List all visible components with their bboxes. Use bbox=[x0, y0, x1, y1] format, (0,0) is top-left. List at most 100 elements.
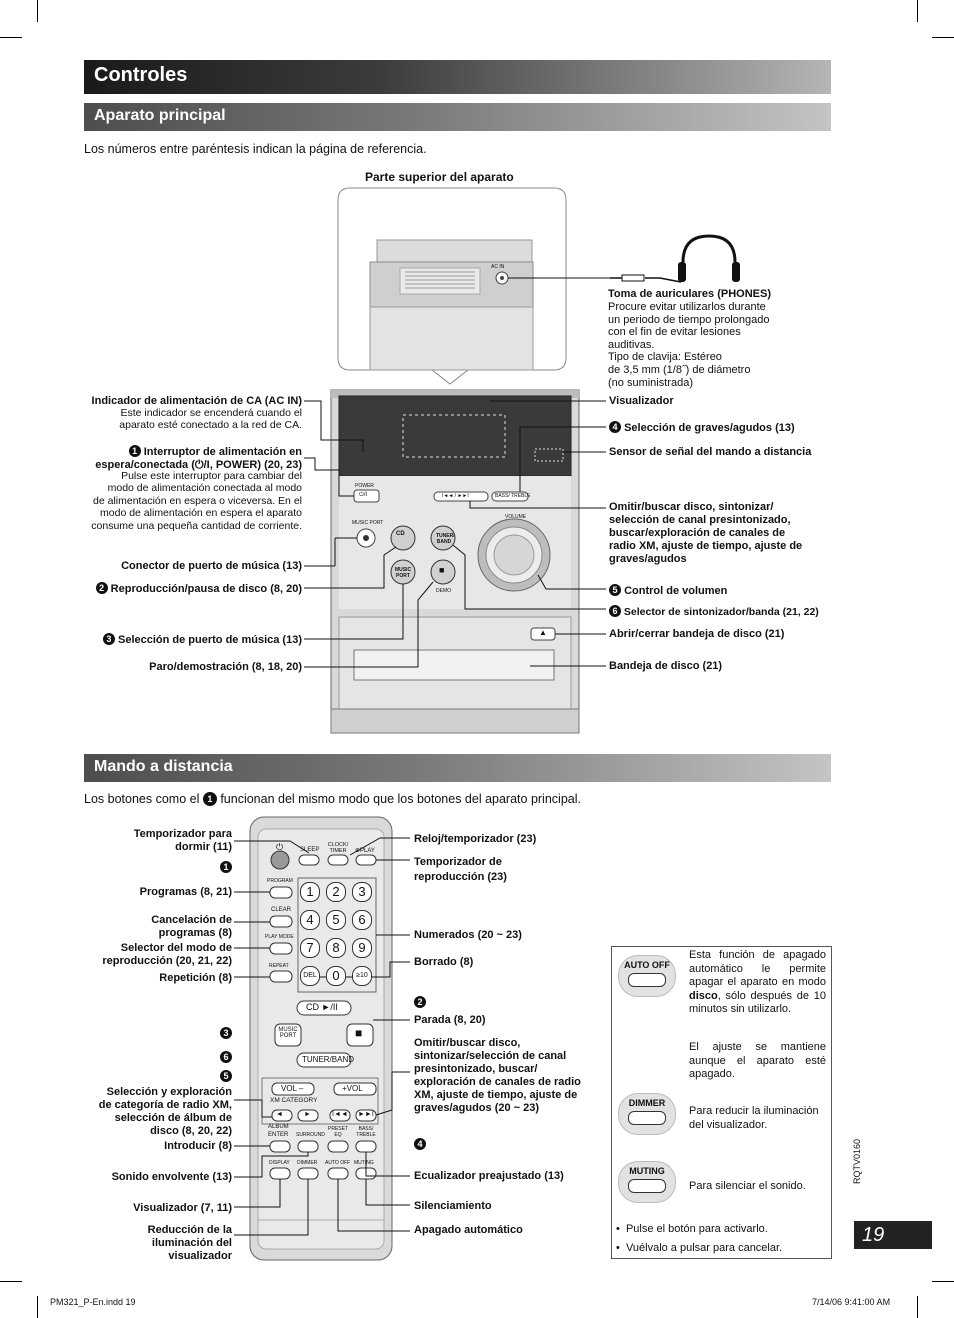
clear-key[interactable]: CLEAR bbox=[271, 907, 292, 913]
remote-badge-4: 4 bbox=[414, 1138, 426, 1152]
clock-timer-label: Reloj/temporizador (23) bbox=[414, 833, 537, 845]
stop-key[interactable]: ■ bbox=[355, 1026, 363, 1040]
intro-pre: Los botones como el bbox=[84, 792, 200, 806]
display-key[interactable]: DISPLAY bbox=[269, 1160, 290, 1166]
power-button[interactable]: ⏻/I bbox=[359, 492, 368, 498]
muting-key[interactable]: MUTING bbox=[354, 1160, 374, 1166]
footer-date: 7/14/06 9:41:00 AM bbox=[812, 1297, 891, 1307]
remote-badge-5: 5 bbox=[40, 1070, 232, 1084]
digit-key[interactable]: 5 bbox=[326, 910, 346, 930]
stop-button[interactable]: ■ bbox=[439, 565, 445, 575]
skip-search-label-remote: Omitir/buscar disco, sintonizar/selecció… bbox=[414, 1037, 581, 1114]
bass-treble-text: Selección de graves/agudos (13) bbox=[624, 422, 795, 434]
power-switch-title: Interruptor de alimentación en espera/co… bbox=[95, 446, 302, 471]
skip-buttons[interactable]: I◄◄ / ►►I bbox=[442, 493, 469, 499]
xm-album-label: Selección y exploración de categoría de … bbox=[98, 1086, 232, 1137]
muting-button-label: MUTING bbox=[629, 1166, 665, 1176]
cd-play-key[interactable]: CD ►/II bbox=[306, 1002, 338, 1012]
number-badge: 6 bbox=[220, 1051, 232, 1063]
bass-treble-label: 4 Selección de graves/agudos (13) bbox=[609, 421, 795, 435]
play-mode-key[interactable]: PLAY MODE bbox=[265, 934, 294, 940]
number-badge: 4 bbox=[414, 1138, 426, 1150]
music-port-select-label: 3 Selección de puerto de música (13) bbox=[40, 633, 302, 647]
vol-up-key[interactable]: +VOL bbox=[342, 1084, 363, 1093]
intro-post: funcionan del mismo modo que los botones… bbox=[220, 792, 581, 806]
crop-mark bbox=[932, 1281, 954, 1282]
surround-key[interactable]: SURROUND bbox=[296, 1132, 325, 1138]
digit-key[interactable]: 8 bbox=[326, 938, 346, 958]
crop-mark bbox=[37, 1296, 38, 1318]
music-port-connector-label: Conector de puerto de música (13) bbox=[121, 560, 302, 572]
music-port-label: MUSIC PORT bbox=[352, 520, 384, 526]
play-timer-key[interactable]: ⊕PLAY bbox=[355, 848, 375, 854]
footer-file: PM321_P-En.indd 19 bbox=[50, 1297, 136, 1307]
remote-intro-text: Los botones como el 1 funcionan del mism… bbox=[84, 792, 581, 806]
digit-key[interactable]: 0 bbox=[326, 966, 346, 986]
digit-key[interactable]: 1 bbox=[300, 882, 320, 902]
preset-eq-key[interactable]: PRESET EQ bbox=[327, 1126, 348, 1138]
play-timer-label: Temporizador de reproducción (23) bbox=[414, 856, 507, 883]
button-shape bbox=[628, 1111, 666, 1125]
muting-description: Para silenciar el sonido. bbox=[689, 1180, 806, 1192]
ten-plus-key[interactable]: ≥10 bbox=[352, 966, 372, 986]
section-title: Mando a distancia bbox=[94, 758, 233, 775]
tuner-band-key[interactable]: TUNER/BAND bbox=[302, 1055, 355, 1064]
digit-key[interactable]: 4 bbox=[300, 910, 320, 930]
clock-timer-key[interactable]: CLOCK/ TIMER bbox=[327, 842, 349, 854]
album-label: ALBUM bbox=[268, 1124, 289, 1130]
delete-key[interactable]: DEL bbox=[300, 966, 320, 986]
remote-badge-6: 6 bbox=[40, 1051, 232, 1065]
album-up-key[interactable]: ► bbox=[304, 1111, 311, 1118]
open-close-button[interactable]: ▲ bbox=[539, 628, 547, 637]
delete-label: Borrado (8) bbox=[414, 956, 474, 968]
number-badge: 5 bbox=[609, 584, 621, 596]
disc-tray-label: Bandeja de disco (21) bbox=[609, 660, 723, 672]
repeat-key[interactable]: REPEAT bbox=[269, 963, 289, 969]
music-port-button[interactable]: MUSIC PORT bbox=[394, 567, 412, 579]
tuner-band-button[interactable]: TUNER/ BAND bbox=[436, 533, 455, 545]
bullet-item: • Vuélvalo a pulsar para cancelar. bbox=[616, 1242, 783, 1254]
digit-key[interactable]: 3 bbox=[352, 882, 372, 902]
digit-key[interactable]: 9 bbox=[352, 938, 372, 958]
program-key[interactable]: PROGRAM bbox=[267, 878, 293, 884]
disc-play-pause-label: 2 Reproducción/pausa de disco (8, 20) bbox=[40, 582, 302, 596]
album-down-key[interactable]: ◄ bbox=[276, 1111, 283, 1118]
digit-key[interactable]: 7 bbox=[300, 938, 320, 958]
auto-off-button-label: AUTO OFF bbox=[624, 960, 670, 970]
crop-mark bbox=[0, 1281, 22, 1282]
skip-back-key[interactable]: I◄◄ bbox=[332, 1111, 348, 1118]
muting-button-illustration: MUTING bbox=[618, 1161, 676, 1203]
phones-title: Toma de auriculares (PHONES) bbox=[608, 288, 772, 300]
ac-in-description: Este indicador se encenderá cuando el ap… bbox=[119, 407, 302, 431]
volume-control-text: Control de volumen bbox=[624, 585, 728, 597]
bass-treble-key[interactable]: BASS/ TREBLE bbox=[356, 1126, 376, 1138]
cd-play-button[interactable]: CD bbox=[396, 531, 405, 537]
dimmer-description: Para reducir la iluminación del visualiz… bbox=[689, 1105, 819, 1131]
demo-label: DEMO bbox=[436, 588, 451, 594]
vol-down-key[interactable]: VOL – bbox=[281, 1084, 304, 1093]
auto-off-button-illustration: AUTO OFF bbox=[618, 955, 676, 997]
power-label: POWER bbox=[355, 483, 374, 489]
music-port-key[interactable]: MUSIC PORT bbox=[278, 1027, 298, 1039]
number-badge: 3 bbox=[102, 633, 115, 645]
stop-demo-label: Paro/demostración (8, 18, 20) bbox=[149, 661, 302, 673]
bass-treble-button[interactable]: BASS/ TREBLE bbox=[495, 493, 531, 499]
digit-key[interactable]: 2 bbox=[326, 882, 346, 902]
repeat-label: Repetición (8) bbox=[159, 972, 232, 984]
number-badge: 4 bbox=[609, 421, 621, 433]
number-badge: 1 bbox=[220, 861, 232, 873]
xm-category-label: XM CATEGORY bbox=[270, 1097, 318, 1104]
dimmer-button-label: DIMMER bbox=[628, 1098, 666, 1108]
enter-label: Introducir (8) bbox=[164, 1140, 232, 1152]
skip-forward-key[interactable]: ►►I bbox=[358, 1111, 374, 1118]
sleep-timer-label: Temporizador para dormir (11) bbox=[133, 828, 232, 853]
sleep-key[interactable]: SLEEP bbox=[300, 847, 320, 853]
auto-off-key[interactable]: AUTO OFF bbox=[325, 1160, 351, 1166]
dimmer-key[interactable]: DIMMER bbox=[297, 1160, 318, 1166]
phones-description: Procure evitar utilizarlos durante un pe… bbox=[608, 301, 770, 389]
digit-key[interactable]: 6 bbox=[352, 910, 372, 930]
power-switch-description: Pulse este interruptor para cambiar del … bbox=[91, 470, 302, 532]
enter-key[interactable]: ENTER bbox=[268, 1132, 289, 1138]
section-header-remote: Mando a distancia bbox=[84, 754, 831, 782]
number-badge: 6 bbox=[609, 605, 621, 617]
